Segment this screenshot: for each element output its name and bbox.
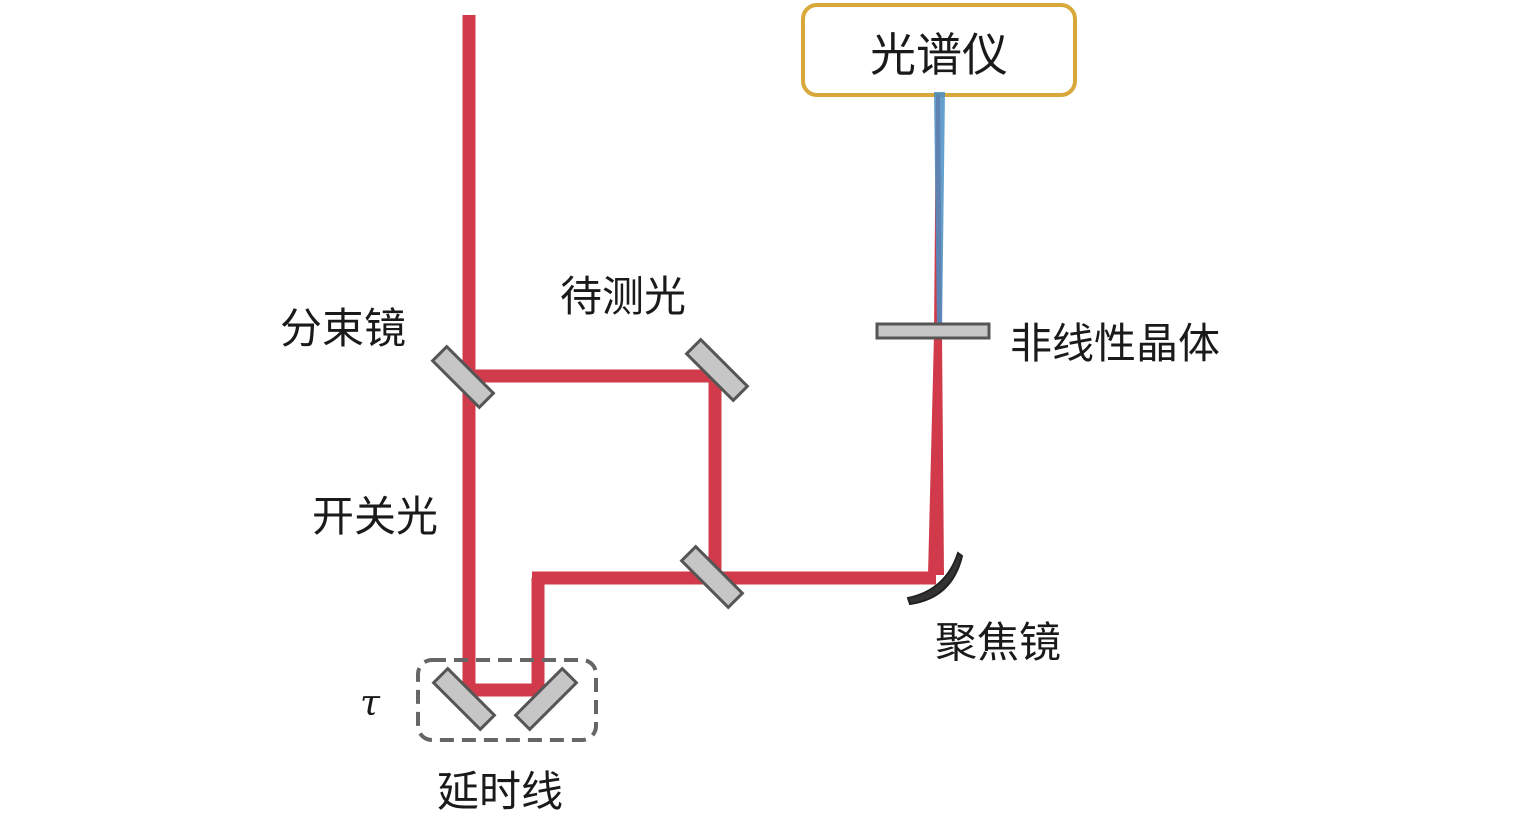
switch-light-label: 开关光: [312, 492, 438, 541]
beam-splitter-label: 分束镜: [280, 304, 406, 353]
focusing-mirror-label: 聚焦镜: [935, 618, 1061, 667]
beam-splitter-mirror: [430, 344, 496, 410]
delay-line-mirror-left: [431, 666, 497, 732]
focusing-mirror: [906, 551, 964, 606]
nonlinear-crystal-label: 非线性晶体: [1010, 319, 1220, 368]
nonlinear-crystal: [875, 322, 991, 340]
test-light-label: 待测光: [560, 272, 686, 321]
output-beam: [934, 92, 945, 332]
delay-line-beam: [469, 578, 545, 697]
test-light-beam: [469, 369, 722, 578]
delay-line-box: [416, 658, 598, 742]
test-light-mirror: [684, 337, 750, 403]
delay-line-mirror-right: [513, 666, 579, 732]
spectrometer-label: 光谱仪: [870, 28, 1008, 82]
tau-label: τ: [360, 683, 381, 724]
delay-line-label: 延时线: [437, 767, 563, 816]
combining-mirror: [679, 544, 745, 610]
